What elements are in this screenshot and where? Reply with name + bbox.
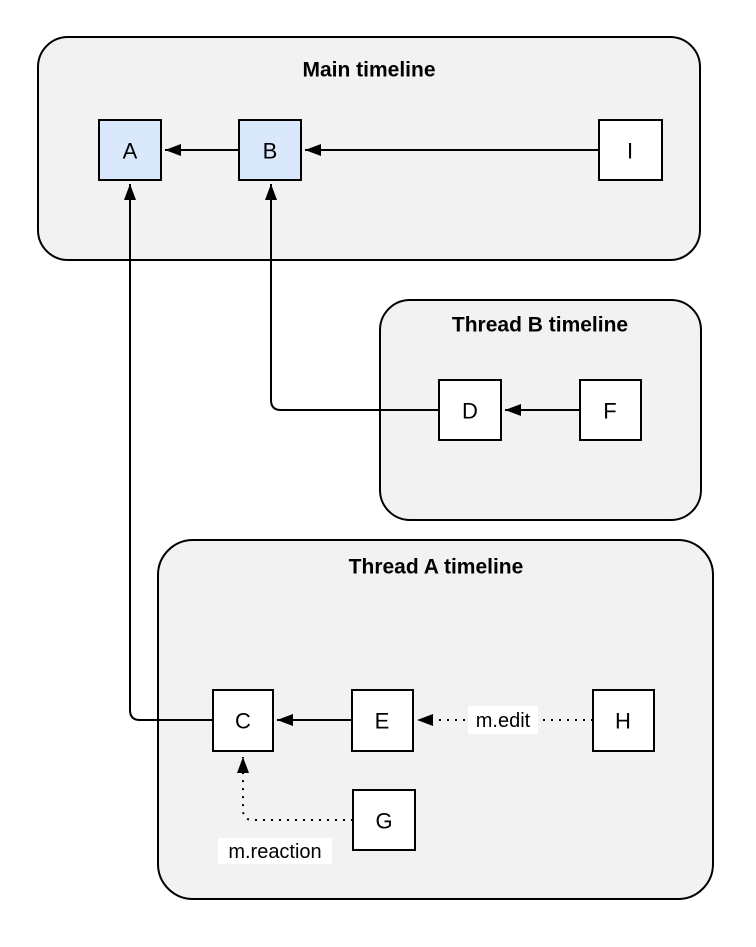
node-d-box <box>438 379 502 441</box>
node-e-label: E <box>375 709 390 734</box>
node-f: F <box>579 379 642 441</box>
node-e-box <box>351 689 414 752</box>
group-main-timeline <box>37 36 701 261</box>
node-c-box <box>212 689 274 752</box>
edge-label-m-edit-bg <box>468 706 538 734</box>
node-h-box <box>592 689 655 752</box>
group-title-main-timeline: Main timeline <box>302 59 435 82</box>
node-h: H <box>592 689 655 752</box>
node-b: B <box>238 119 302 181</box>
node-d-label: D <box>462 399 478 424</box>
node-a: A <box>98 119 162 181</box>
node-b-label: B <box>263 139 278 164</box>
edge-label-m-reaction: m.reaction <box>218 838 332 864</box>
node-g-box <box>352 789 416 851</box>
group-title-thread-b-timeline: Thread B timeline <box>452 314 628 337</box>
node-d: D <box>438 379 502 441</box>
node-i-label: I <box>627 139 633 164</box>
edge-label-m-edit: m.edit <box>468 706 538 734</box>
group-title-thread-a-timeline: Thread A timeline <box>349 556 524 579</box>
node-i-box <box>598 119 663 181</box>
node-c-label: C <box>235 709 251 734</box>
node-c: C <box>212 689 274 752</box>
edge-label-m-reaction-bg <box>218 838 332 864</box>
node-i: I <box>598 119 663 181</box>
node-g: G <box>352 789 416 851</box>
edge-label-m-edit-text: m.edit <box>476 710 531 732</box>
edge-c-to-a <box>124 184 213 721</box>
edge-d-to-b <box>265 184 439 411</box>
node-f-label: F <box>603 399 616 424</box>
node-g-label: G <box>375 809 392 834</box>
node-b-box <box>238 119 302 181</box>
edge-label-m-reaction-text: m.reaction <box>228 841 321 863</box>
node-a-label: A <box>123 139 138 164</box>
node-h-label: H <box>615 709 631 734</box>
node-a-box <box>98 119 162 181</box>
node-e: E <box>351 689 414 752</box>
node-f-box <box>579 379 642 441</box>
